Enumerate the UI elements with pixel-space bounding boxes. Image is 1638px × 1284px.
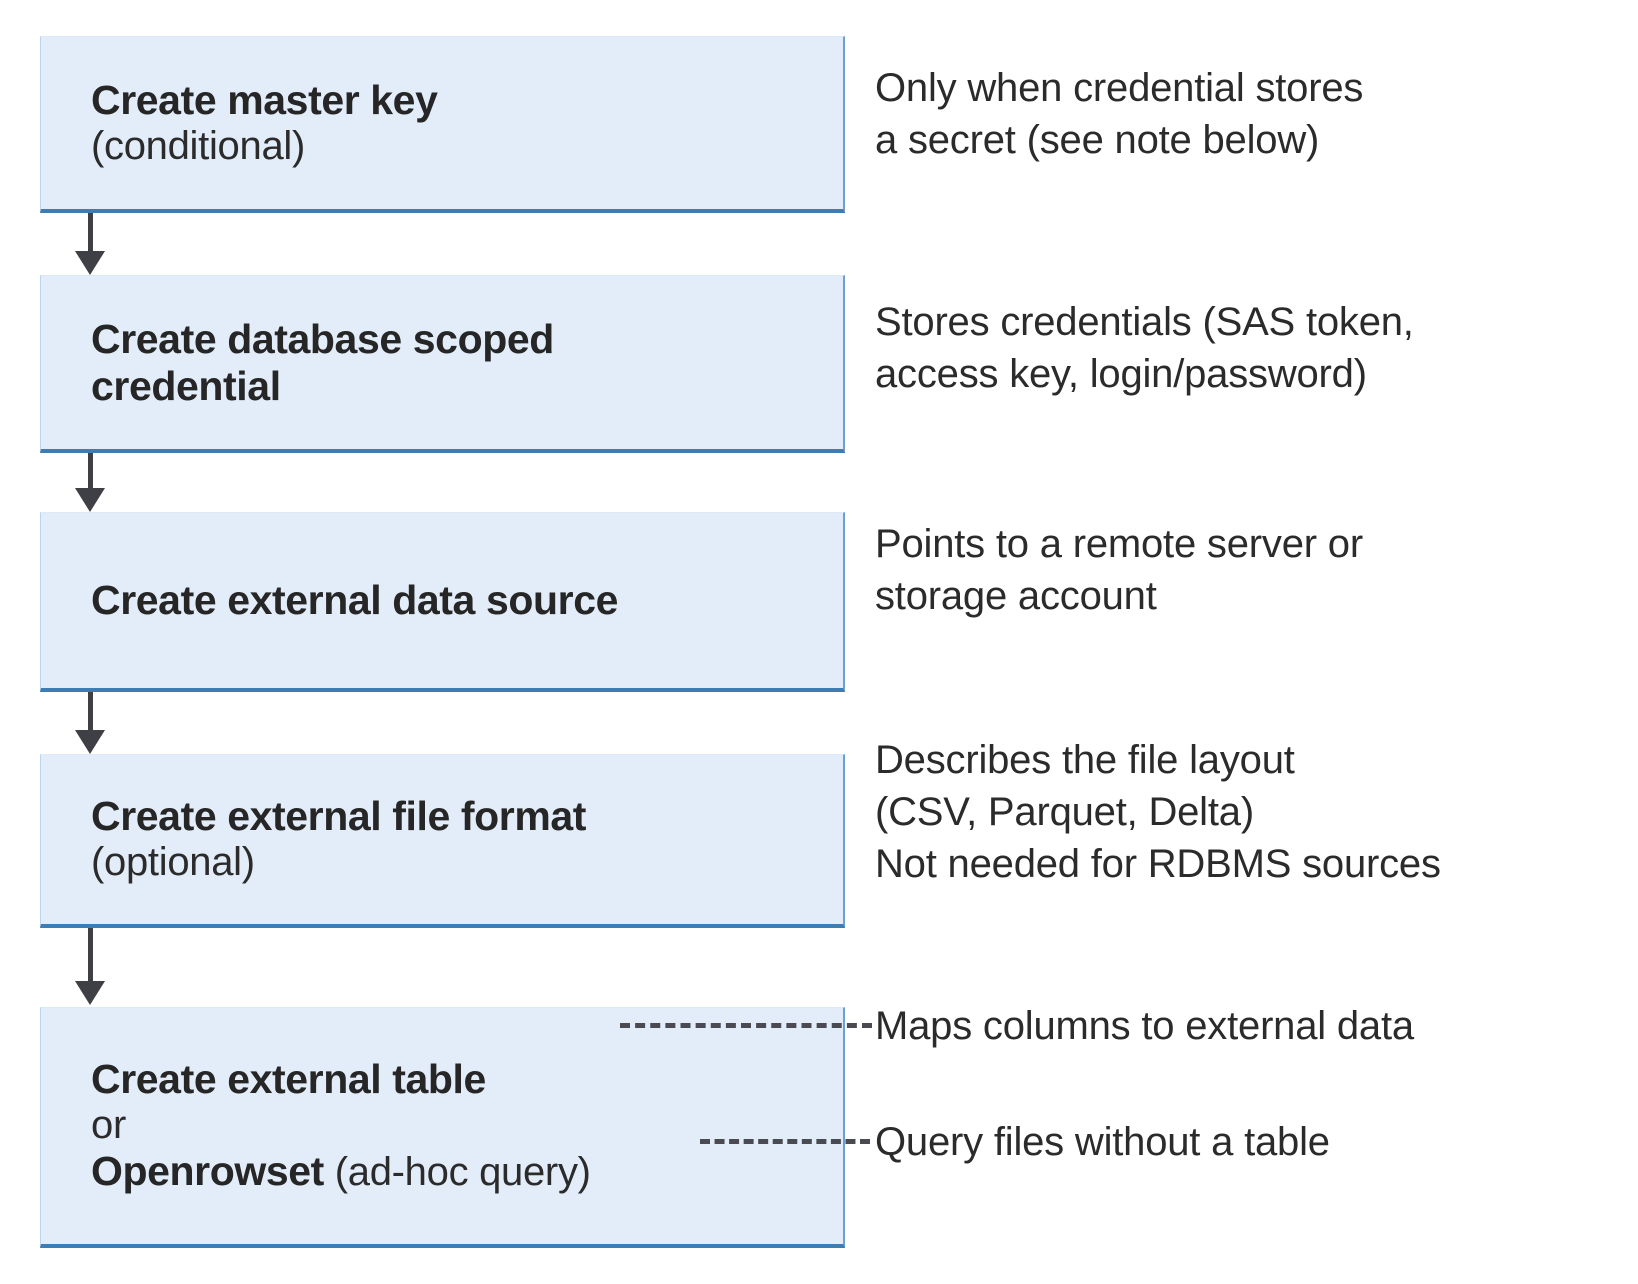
step-box-create-external-table-or-openrowset[interactable]: Create external table or Openrowset (ad-… (40, 1007, 845, 1248)
arrow-shaft (88, 453, 93, 490)
arrow-down-icon-1 (75, 213, 105, 275)
step-box-create-database-scoped-credential[interactable]: Create database scoped credential (40, 275, 845, 453)
note-create-external-data-source: Points to a remote server or storage acc… (875, 522, 1363, 618)
step-title-create-external-table: Create external table (91, 1056, 486, 1103)
note-create-external-file-format: Describes the file layout (CSV, Parquet,… (875, 738, 1441, 886)
dashed-leader-external-table (620, 1023, 872, 1028)
arrow-down-icon-2 (75, 453, 105, 512)
arrow-down-icon-3 (75, 692, 105, 754)
step-title-openrowset: Openrowset (ad-hoc query) (91, 1148, 829, 1196)
arrow-head (75, 981, 105, 1005)
openrowset-label: Openrowset (91, 1148, 324, 1195)
arrow-head (75, 488, 105, 512)
note-create-external-table: Maps columns to external data (875, 1004, 1414, 1048)
step-title-create-external-file-format: Create external file format (91, 793, 587, 840)
step-or-label: or (91, 1102, 126, 1147)
note-openrowset: Query files without a table (875, 1120, 1330, 1164)
note-create-database-scoped-credential: Stores credentials (SAS token, access ke… (875, 300, 1414, 396)
dashed-leader-openrowset (700, 1139, 870, 1144)
note-create-master-key: Only when credential stores a secret (se… (875, 66, 1364, 162)
step-title-create-database-scoped-credential: Create database scoped credential (91, 315, 554, 409)
arrow-shaft (88, 928, 93, 983)
step-subtitle-create-external-file-format: (optional) (91, 840, 255, 885)
arrow-down-icon-4 (75, 928, 105, 1007)
step-box-create-external-file-format[interactable]: Create external file format (optional) (40, 754, 845, 928)
arrow-shaft (88, 213, 93, 253)
step-subtitle-create-master-key: (conditional) (91, 123, 305, 168)
arrow-shaft (88, 692, 93, 732)
step-box-create-master-key[interactable]: Create master key (conditional) (40, 36, 845, 213)
arrow-head (75, 730, 105, 754)
arrow-head (75, 251, 105, 275)
step-title-create-master-key: Create master key (91, 76, 438, 123)
openrowset-suffix: (ad-hoc query) (323, 1150, 591, 1195)
step-box-create-external-data-source[interactable]: Create external data source (40, 512, 845, 692)
step-title-create-external-data-source: Create external data source (91, 577, 619, 624)
